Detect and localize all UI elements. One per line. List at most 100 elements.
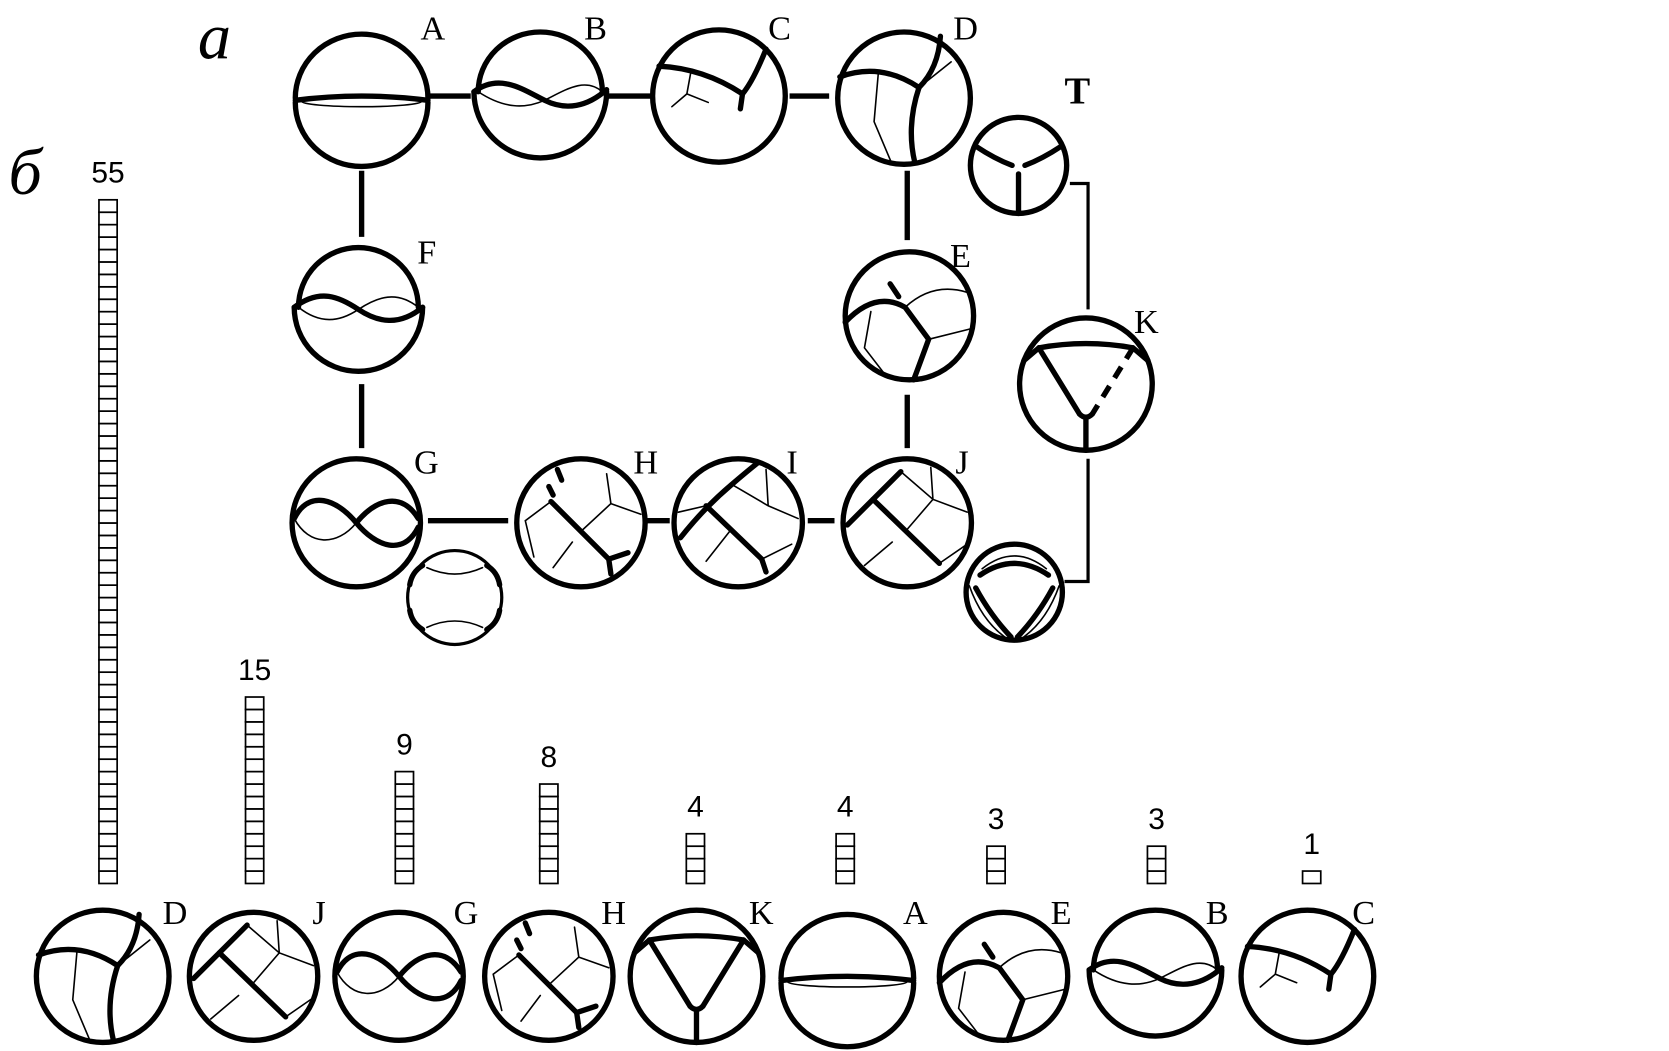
histogram-cell	[98, 335, 119, 350]
value-label-E: 3	[988, 803, 1005, 836]
histogram-cell	[98, 658, 119, 674]
panel-label-b: б	[9, 136, 45, 209]
histogram-cell	[394, 832, 415, 848]
category-label-K: K	[749, 895, 774, 932]
histogram-cell	[98, 559, 119, 574]
scheme-label-G: G	[414, 445, 439, 482]
scheme-label-I: I	[786, 445, 797, 482]
tetrad-D	[838, 32, 971, 164]
category-tetrad-K	[630, 910, 763, 1042]
histogram-cell	[244, 857, 265, 872]
histogram-cell	[1146, 857, 1167, 872]
histogram-cell	[98, 248, 119, 263]
histogram-cell	[538, 845, 559, 860]
histogram-cell	[98, 372, 119, 388]
histogram-bar-E	[986, 845, 1007, 885]
scheme-label-B: B	[584, 11, 607, 48]
category-label-B: B	[1206, 895, 1229, 932]
histogram-cell	[244, 783, 265, 798]
value-label-C: 1	[1303, 828, 1320, 861]
histogram-cell	[98, 236, 119, 251]
histogram-cell	[98, 223, 119, 238]
category-label-A: A	[903, 895, 928, 932]
histogram-cell	[98, 696, 119, 711]
histogram-bar-G	[394, 770, 415, 885]
histogram-cell	[394, 820, 415, 835]
histogram-cell	[98, 472, 119, 487]
histogram-cell	[98, 397, 119, 412]
histogram-cell	[244, 808, 265, 823]
category-label-C: C	[1352, 895, 1375, 932]
histogram-cell	[244, 721, 265, 736]
histogram-cell	[98, 758, 119, 773]
histogram-cell	[98, 596, 119, 611]
histogram-bar-A	[835, 832, 856, 885]
histogram-cell	[538, 832, 559, 848]
scheme-label-E: E	[950, 238, 971, 275]
histogram-cell	[98, 621, 119, 636]
histogram-cell	[98, 584, 119, 599]
histogram-cell	[538, 857, 559, 872]
histogram-cell	[244, 745, 265, 761]
scheme-label-A: A	[420, 11, 445, 48]
histogram-cell	[394, 845, 415, 860]
histogram-cell	[98, 534, 119, 549]
histogram-cell	[98, 323, 119, 338]
histogram-cell	[98, 770, 119, 785]
histogram-cell	[835, 845, 856, 860]
histogram-bar-J	[244, 696, 265, 885]
histogram-cell	[1146, 870, 1167, 885]
histogram-cell	[98, 857, 119, 872]
histogram-cell	[394, 795, 415, 810]
histogram-cell	[98, 509, 119, 524]
value-label-K: 4	[687, 791, 704, 824]
connector-K-small-cell	[1064, 458, 1090, 584]
histogram-cell	[98, 783, 119, 798]
scheme-label-F: F	[417, 235, 436, 272]
histogram-cell	[98, 671, 119, 686]
histogram-cell	[98, 721, 119, 736]
histogram-cell	[98, 808, 119, 823]
histogram-cell	[244, 696, 265, 711]
histogram-cell	[685, 857, 706, 872]
tetrad-K-small-variant	[966, 544, 1062, 640]
value-label-D: 55	[91, 157, 124, 190]
histogram-cell	[244, 870, 265, 885]
panel-label-a: а	[198, 1, 231, 74]
histogram-cell	[98, 310, 119, 325]
category-label-D: D	[163, 895, 188, 932]
histogram-bar-K	[685, 832, 706, 885]
value-label-G: 9	[396, 729, 413, 762]
histogram-cell	[98, 273, 119, 288]
category-tetrad-H	[485, 912, 613, 1040]
histogram-cell	[98, 646, 119, 661]
histogram-cell	[986, 845, 1007, 860]
category-tetrad-G	[335, 912, 463, 1040]
scheme-label-D: D	[953, 11, 978, 48]
histogram-cell	[986, 870, 1007, 885]
histogram-cell	[244, 820, 265, 835]
histogram-cell	[98, 211, 119, 226]
histogram-cell	[98, 745, 119, 761]
histogram-cell	[98, 795, 119, 810]
histogram-cell	[98, 484, 119, 499]
tetrad-I	[674, 459, 802, 587]
category-tetrad-J	[189, 912, 317, 1040]
tetrad-A	[295, 34, 428, 166]
tetrad-G	[292, 459, 420, 587]
tetrad-G-small-variant	[408, 551, 502, 645]
histogram-cell	[98, 447, 119, 462]
connector-T-K	[1069, 181, 1090, 310]
histogram-cell	[98, 708, 119, 723]
histogram-cell	[98, 547, 119, 562]
histogram-cell	[1301, 870, 1322, 885]
value-label-B: 3	[1148, 803, 1165, 836]
scheme-label-K: K	[1134, 304, 1159, 341]
value-label-H: 8	[541, 741, 558, 774]
histogram-cell	[98, 609, 119, 624]
scheme-label-J: J	[955, 445, 968, 482]
histogram-cell	[1146, 845, 1167, 860]
histogram-cell	[394, 783, 415, 798]
scheme-label-H: H	[633, 445, 658, 482]
